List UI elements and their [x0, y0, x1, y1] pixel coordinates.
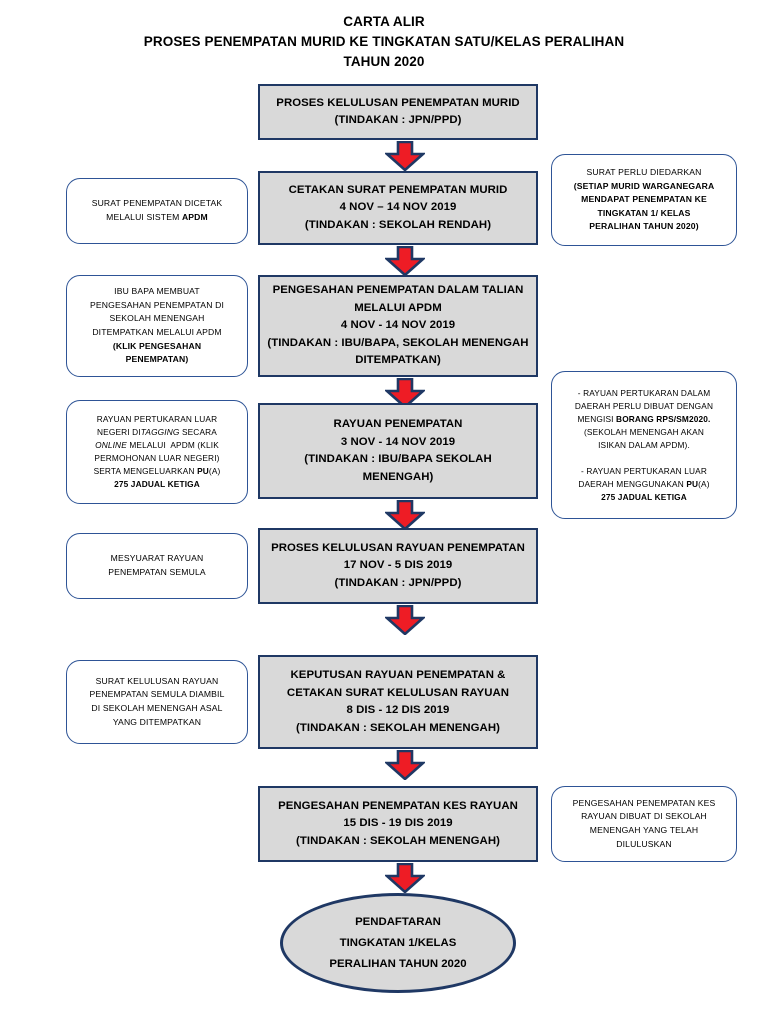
flow-arrow-down: [385, 378, 425, 408]
title-line-2: PROSES PENEMPATAN MURID KE TINGKATAN SAT…: [143, 34, 625, 49]
flow-arrow-down: [385, 500, 425, 530]
chart-title: CARTA ALIR PROSES PENEMPATAN MURID KE TI…: [0, 12, 768, 72]
process-box-text: PROSES KELULUSAN PENEMPATAN MURID(TINDAK…: [276, 96, 520, 127]
title-line-3: TAHUN 2020: [343, 54, 425, 69]
flow-arrow-down: [385, 750, 425, 780]
title-line-1: CARTA ALIR: [343, 14, 425, 29]
note-text: SURAT PERLU DIEDARKAN(SETIAP MURID WARGA…: [573, 167, 715, 232]
flow-arrow-down: [385, 246, 425, 276]
flow-arrow-down: [385, 863, 425, 893]
flow-arrow-down: [385, 605, 425, 635]
process-box-keputusan-rayuan-penempatan[interactable]: KEPUTUSAN RAYUAN PENEMPATAN &CETAKAN SUR…: [258, 655, 538, 749]
flow-arrow-down: [385, 141, 425, 171]
process-box-proses-kelulusan-penempatan-murid[interactable]: PROSES KELULUSAN PENEMPATAN MURID(TINDAK…: [258, 84, 538, 140]
note-surat-perlu-diedarkan[interactable]: SURAT PERLU DIEDARKAN(SETIAP MURID WARGA…: [551, 154, 737, 246]
process-box-text: KEPUTUSAN RAYUAN PENEMPATAN &CETAKAN SUR…: [286, 669, 510, 734]
